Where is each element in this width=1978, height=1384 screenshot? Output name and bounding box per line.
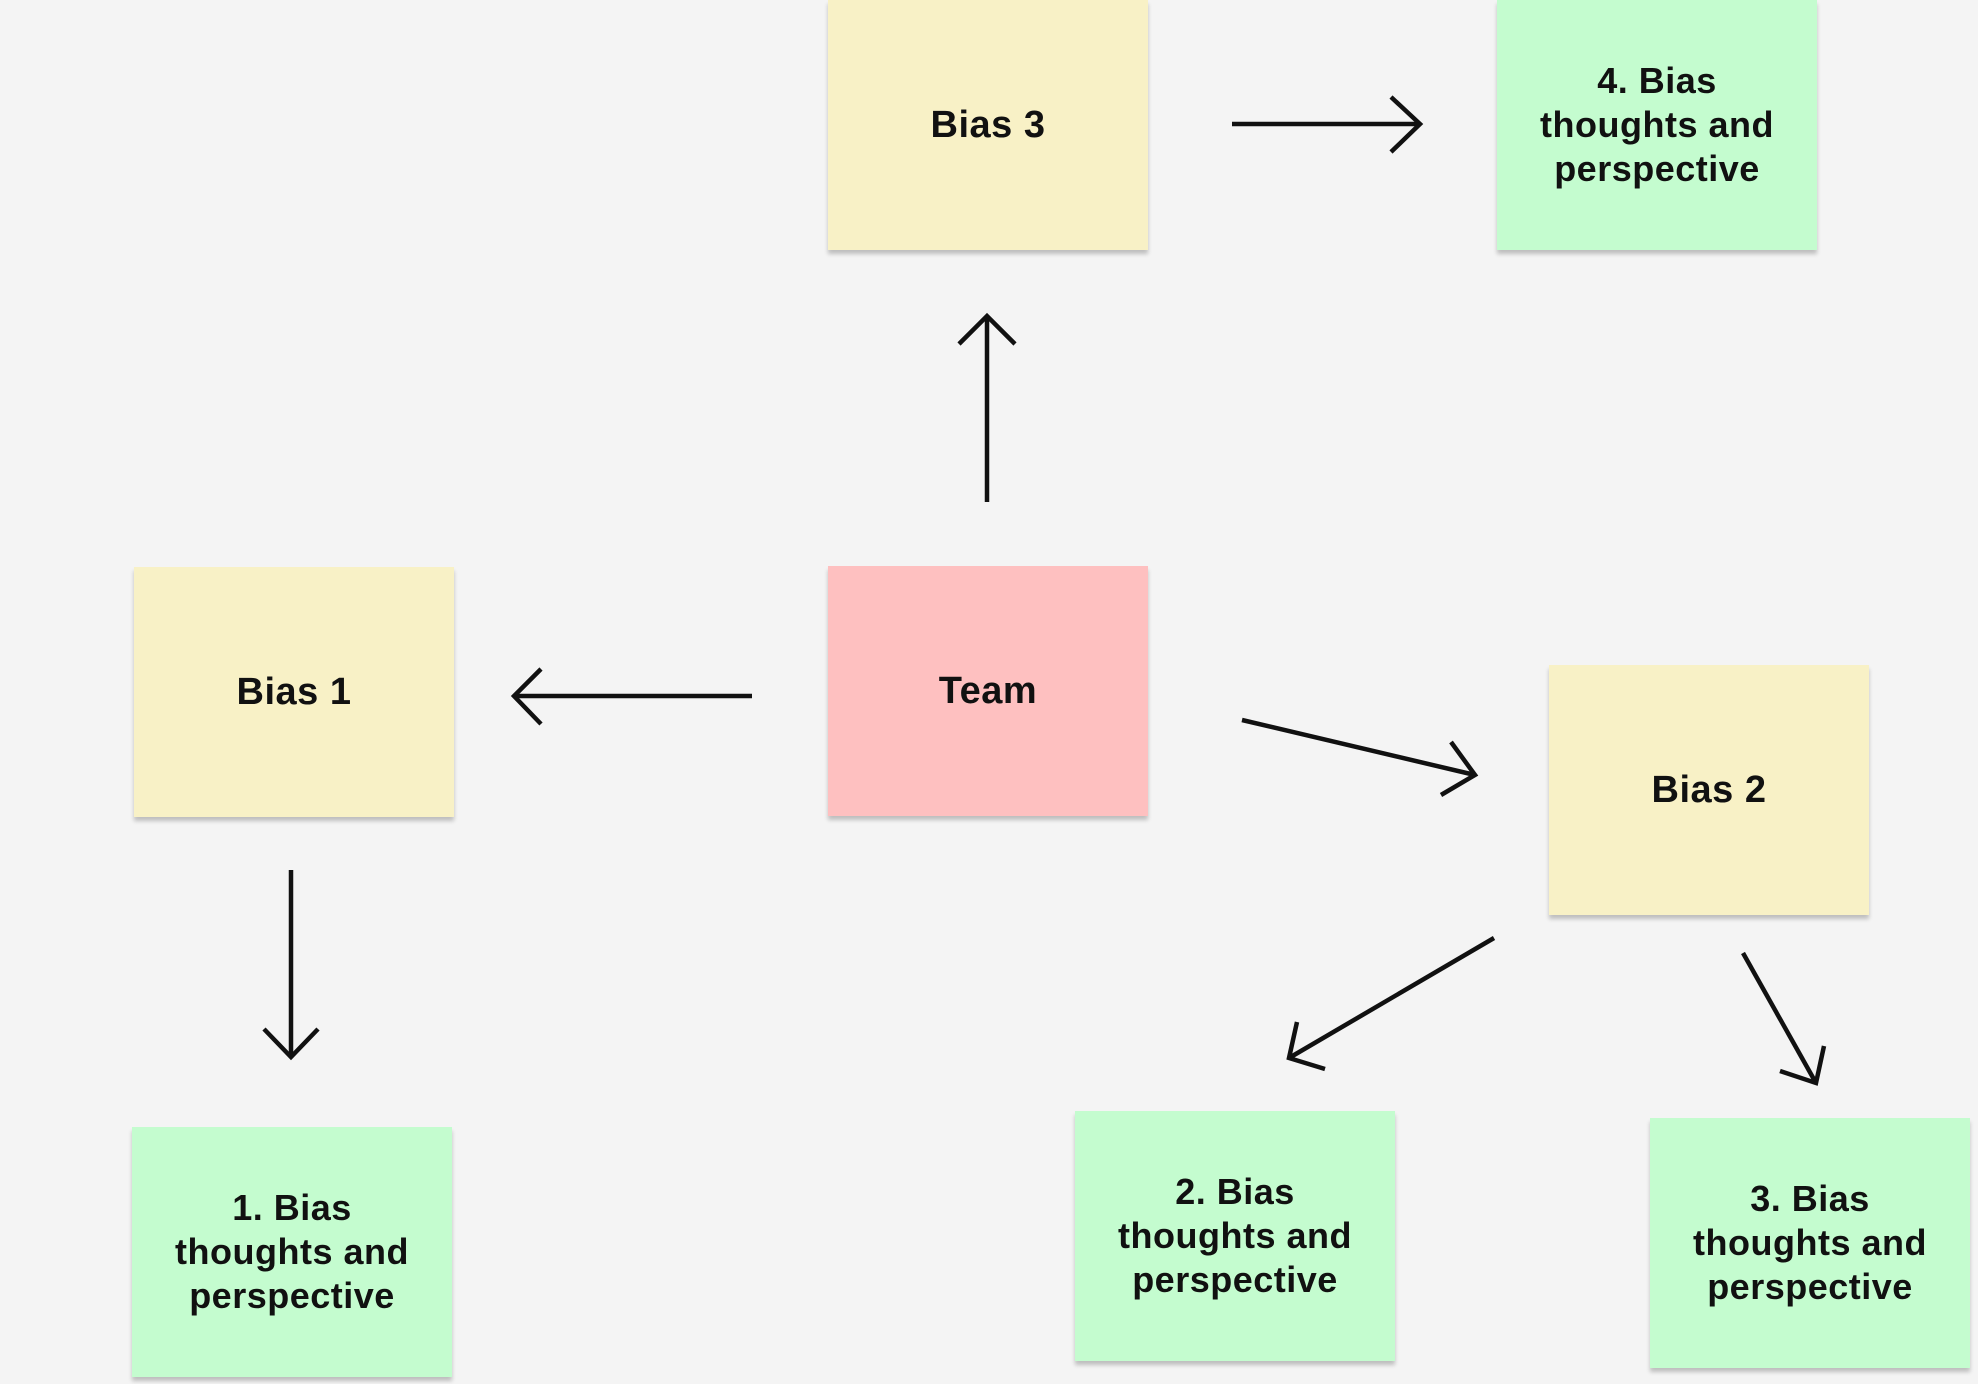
sticky-note-label: Team (938, 670, 1038, 712)
sticky-note-text: 3. Bias thoughts and perspective (1693, 1177, 1927, 1309)
sticky-note-result-4[interactable]: 4. Bias thoughts and perspective (1497, 0, 1817, 250)
arrow-team-to-bias2[interactable] (1241, 717, 1479, 797)
arrow-bias2-to-result2[interactable] (1286, 936, 1496, 1072)
arrow-bias1-to-result1[interactable] (262, 870, 320, 1061)
sticky-note-label: Bias 3 (930, 104, 1046, 146)
sticky-note-line: thoughts and (1693, 1222, 1927, 1263)
sticky-note-line: perspective (1132, 1259, 1338, 1300)
sticky-note-text: 4. Bias thoughts and perspective (1540, 59, 1774, 191)
sticky-note-line: thoughts and (1540, 104, 1774, 145)
sticky-note-result-2[interactable]: 2. Bias thoughts and perspective (1075, 1111, 1395, 1361)
sticky-note-line: thoughts and (1118, 1215, 1352, 1256)
sticky-note-line: 4. Bias (1597, 60, 1717, 101)
sticky-note-bias-1[interactable]: Bias 1 (134, 567, 454, 817)
sticky-note-text: 1. Bias thoughts and perspective (175, 1186, 409, 1318)
sticky-note-bias-2[interactable]: Bias 2 (1549, 665, 1869, 915)
sticky-note-line: perspective (1707, 1266, 1913, 1307)
arrow-bias2-to-result3[interactable] (1741, 951, 1827, 1086)
sticky-note-line: 1. Bias (232, 1187, 352, 1228)
sticky-note-line: 3. Bias (1750, 1178, 1870, 1219)
sticky-note-team[interactable]: Team (828, 566, 1148, 816)
sticky-note-label: Bias 2 (1651, 769, 1767, 811)
sticky-note-result-1[interactable]: 1. Bias thoughts and perspective (132, 1127, 452, 1377)
sticky-note-text: 2. Bias thoughts and perspective (1118, 1170, 1352, 1302)
sticky-note-line: perspective (1554, 148, 1760, 189)
arrow-bias3-to-result4[interactable] (1232, 95, 1424, 154)
sticky-note-line: thoughts and (175, 1231, 409, 1272)
arrow-team-to-bias1[interactable] (510, 667, 752, 726)
sticky-note-result-3[interactable]: 3. Bias thoughts and perspective (1650, 1118, 1970, 1368)
sticky-note-line: perspective (189, 1275, 395, 1316)
sticky-note-label: Bias 1 (236, 671, 352, 713)
sticky-note-line: 2. Bias (1175, 1171, 1295, 1212)
arrow-team-to-bias3[interactable] (957, 312, 1017, 502)
sticky-note-bias-3[interactable]: Bias 3 (828, 0, 1148, 250)
